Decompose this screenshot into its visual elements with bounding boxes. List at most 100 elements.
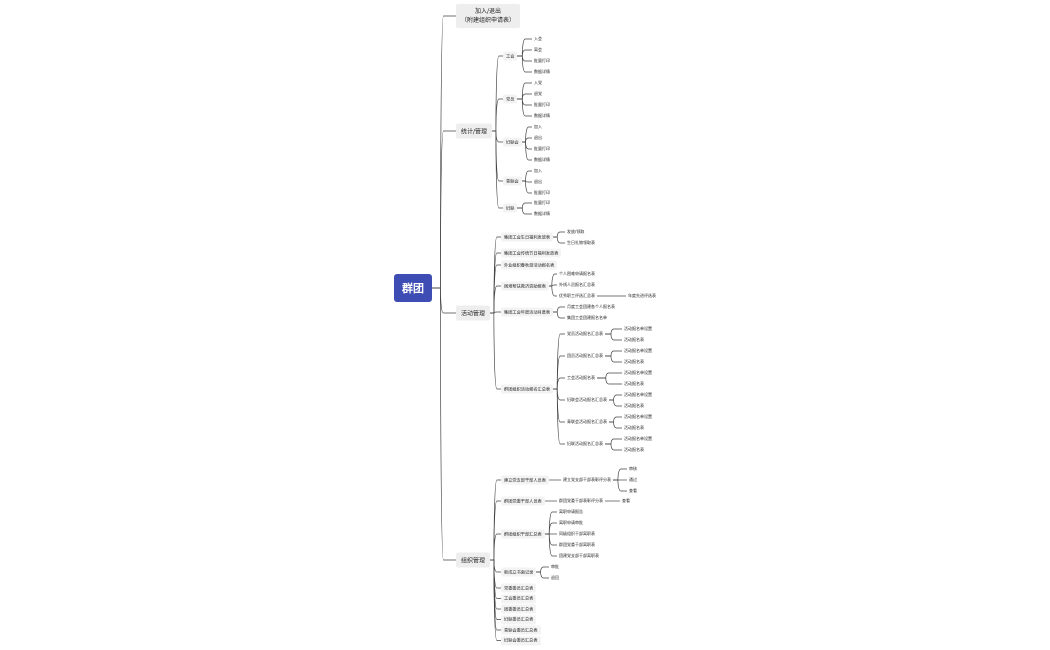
connector-line: [492, 130, 503, 209]
activity-subgroup: 青联会活动报名汇总表: [567, 419, 607, 424]
stats-leaf: 批量打印: [534, 190, 550, 195]
connector-line: [613, 468, 627, 481]
activity-subgroup: 工会活动报名表: [567, 375, 595, 380]
connector-line: [549, 285, 557, 297]
org-leaf: 查看: [622, 498, 630, 503]
org-item: 青联会委员汇总表: [501, 625, 541, 635]
org-item: 建立党支部干部人员表: [501, 475, 549, 485]
org-leaf: 离职申请审批: [559, 520, 583, 525]
branch-org: 组织管理: [456, 552, 491, 568]
connector-line: [613, 479, 627, 492]
connector-line: [597, 372, 622, 379]
connector-line: [492, 98, 503, 132]
activity-leaf: 生日礼物领取表: [567, 240, 595, 245]
connector-line: [517, 207, 532, 215]
activity-leaf: 活动报名表: [624, 337, 644, 342]
activity-subgroup: 团员活动报名汇总表: [567, 353, 603, 358]
connector-line: [492, 130, 503, 143]
connector-line: [490, 559, 501, 620]
root-node: 群团: [394, 274, 432, 302]
activity-item: 群团组织活动报名汇总表: [501, 384, 554, 394]
connector-line: [597, 377, 622, 385]
activity-leaf: 集团工会团建报名名单: [567, 315, 607, 320]
activity-leaf: 活动报名单设置: [624, 348, 652, 353]
activity-leaf: 个人困难申请报名表: [559, 271, 595, 276]
stats-leaf: 数据详情: [534, 157, 550, 162]
connector-line: [492, 130, 503, 182]
branch-join-title: 加入/退出: [474, 8, 502, 15]
connector-line: [605, 443, 622, 451]
activity-leaf: 年度先进评选表: [628, 293, 656, 298]
connector-line: [553, 388, 565, 445]
connector-line: [432, 287, 456, 561]
stats-leaf: 退出: [534, 135, 542, 140]
org-item: 群团组织干部汇总表: [501, 529, 545, 539]
stats-group-3: 青联会: [503, 176, 522, 186]
activity-leaf: 活动报名单设置: [624, 436, 652, 441]
stats-group-0: 工会: [503, 51, 518, 61]
org-item: 工会委员汇总表: [501, 594, 537, 603]
activity-leaf: 活动报名表: [624, 381, 644, 386]
activity-leaf: 月度工会团建各个人报名表: [567, 304, 615, 309]
connector-line: [517, 98, 532, 117]
connector-line: [536, 566, 549, 573]
connector-line: [517, 55, 532, 62]
activity-leaf: 活动报名表: [624, 359, 644, 364]
activity-leaf: 活动报名单设置: [624, 370, 652, 375]
connector-line: [490, 312, 501, 390]
connector-line: [609, 421, 622, 429]
activity-leaf: 活动报名表: [624, 425, 644, 430]
connector-line: [490, 479, 501, 561]
org-item: 党委委员汇总表: [501, 583, 537, 593]
stats-group-2: 妇联会: [503, 137, 522, 147]
stats-leaf: 批量打印: [534, 102, 550, 107]
org-item: 团委委员汇总表: [501, 604, 537, 614]
activity-leaf: 活动报名单设置: [624, 392, 652, 397]
connector-line: [517, 38, 532, 57]
activity-subgroup: 妇联会活动报名汇总表: [567, 397, 607, 402]
connector-line: [522, 137, 532, 143]
connector-line: [553, 311, 565, 319]
org-item: 新成立书面记录: [501, 567, 537, 577]
activity-leaf: 活动报名表: [624, 403, 644, 408]
connector-line: [545, 522, 557, 535]
activity-item: 集团工会生日福利发放表: [501, 232, 554, 242]
connector-line: [517, 49, 532, 57]
connector-line: [490, 559, 501, 610]
branch-activity: 活动管理: [456, 305, 491, 321]
connector-line: [605, 438, 622, 445]
stats-leaf: 加入: [534, 168, 542, 173]
connector-line: [553, 388, 565, 423]
stats-leaf: 数据详情: [534, 69, 550, 74]
connector-line: [517, 98, 532, 106]
org-item: 妇联会委员汇总表: [501, 636, 541, 645]
stats-leaf: 加入: [534, 124, 542, 129]
connector-line: [536, 571, 549, 579]
stats-leaf: 批量打印: [534, 58, 550, 63]
connector-line: [522, 141, 532, 161]
connector-line: [490, 559, 501, 589]
activity-leaf: 优秀职工评选汇总表: [559, 293, 595, 298]
org-leaf: 同级组织干部离职表: [559, 531, 595, 536]
connector-line: [545, 533, 557, 546]
connector-line: [609, 416, 622, 423]
stats-leaf: 离会: [534, 47, 542, 52]
branch-join: 加入/退出 （附建组织申请表）: [456, 4, 521, 28]
connector-line: [490, 559, 501, 599]
org-leaf: 离职申请报告: [559, 509, 583, 514]
branch-stats: 统计/管理: [456, 123, 493, 139]
connector-line: [553, 306, 565, 313]
stats-leaf: 入党: [534, 80, 542, 85]
connector-line: [553, 333, 565, 390]
activity-leaf: 外线人员报名汇总表: [559, 282, 595, 287]
org-leaf: 退回: [551, 575, 559, 580]
org-leaf: 群团党委干部表彰评分表: [559, 498, 603, 503]
connector-line: [432, 287, 456, 314]
connector-line: [490, 236, 501, 314]
connector-line: [553, 231, 565, 238]
org-item: 妇联委员汇总表: [501, 615, 537, 624]
connector-line: [553, 236, 565, 244]
connector-line: [522, 170, 532, 182]
org-leaf: 审核: [629, 466, 637, 471]
branch-join-subtitle: （附建组织申请表）: [461, 17, 516, 24]
